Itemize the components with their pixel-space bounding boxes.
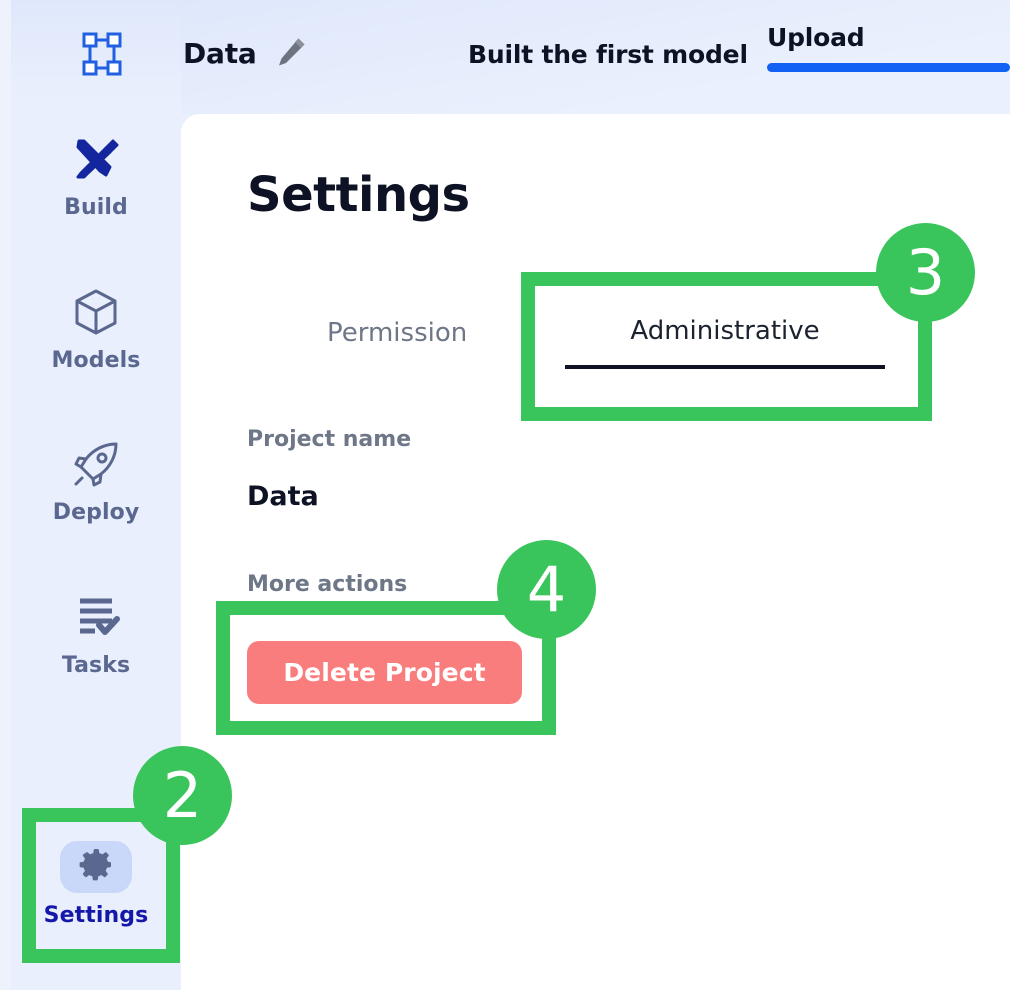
sidebar-item-settings[interactable]: Settings: [11, 838, 181, 928]
sidebar: Build Models: [0, 0, 181, 990]
tab-active-underline: [767, 63, 1010, 72]
sidebar-item-label: Tasks: [61, 653, 131, 678]
gear-icon: [77, 846, 115, 888]
page-title: Settings: [247, 167, 470, 223]
sidebar-item-models[interactable]: Models: [11, 283, 181, 373]
project-name-value: Data: [247, 481, 319, 512]
permission-label: Permission: [327, 318, 468, 348]
permission-underline: [565, 365, 885, 369]
tab-upload[interactable]: Upload: [767, 23, 1010, 72]
sidebar-item-label: Settings: [43, 903, 149, 928]
sidebar-edge-strip: [0, 0, 11, 990]
main-content-panel: Settings Permission Administrative Proje…: [181, 114, 1010, 990]
permission-select[interactable]: Administrative: [565, 316, 885, 369]
cube-icon: [11, 283, 181, 341]
tab-upload-label: Upload: [767, 23, 865, 52]
project-title: Data: [183, 37, 257, 70]
permission-value: Administrative: [630, 316, 820, 346]
checklist-icon: [11, 588, 181, 646]
sidebar-item-tasks[interactable]: Tasks: [11, 588, 181, 678]
pencil-icon[interactable]: [275, 36, 307, 68]
active-indicator-pill: [60, 841, 132, 893]
sidebar-item-label: Models: [51, 348, 141, 373]
tools-icon: [11, 130, 181, 188]
sidebar-item-label: Deploy: [52, 500, 140, 525]
bounding-box-icon[interactable]: [79, 31, 125, 77]
delete-project-button[interactable]: Delete Project: [247, 641, 522, 704]
top-bar: [181, 0, 1010, 114]
project-name-label: Project name: [247, 427, 412, 452]
sidebar-top-gradient: [11, 0, 181, 100]
sidebar-item-label: Build: [64, 195, 128, 220]
more-actions-label: More actions: [247, 572, 408, 597]
rocket-icon: [11, 435, 181, 493]
milestone-text: Built the first model: [468, 40, 748, 69]
sidebar-item-deploy[interactable]: Deploy: [11, 435, 181, 525]
sidebar-item-build[interactable]: Build: [11, 130, 181, 220]
